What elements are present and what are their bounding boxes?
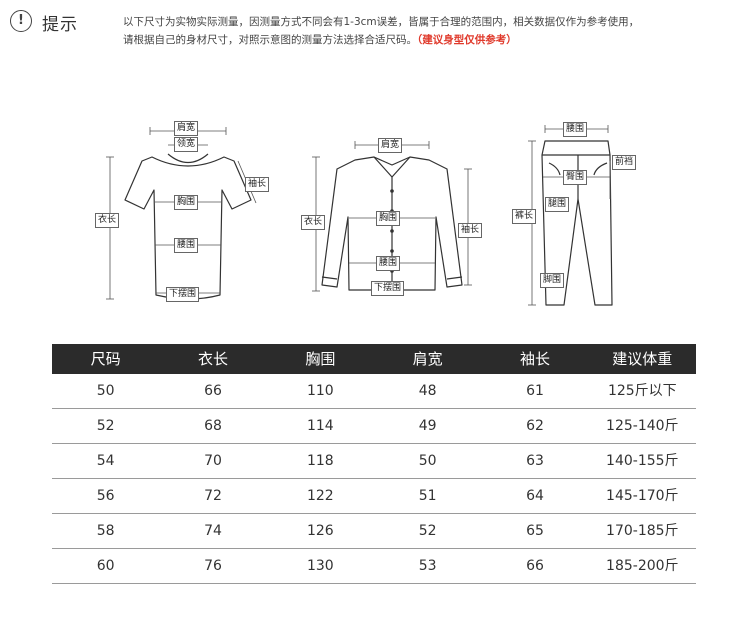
table-cell: 56 bbox=[96, 488, 115, 504]
tshirt-drawing bbox=[124, 153, 252, 300]
column-header: 衣长 bbox=[197, 350, 228, 368]
table-cell: 52 bbox=[418, 523, 437, 539]
table-cell: 125-140斤 bbox=[606, 418, 679, 434]
table-cell: 58 bbox=[96, 523, 115, 539]
notice-line-2: 请根据自己的身材尺寸，对照示意图的测量方法选择合适尺码。（建议身型仅供参考） bbox=[123, 31, 743, 49]
table-row: 50 66 110 48 61 125斤以下 bbox=[52, 374, 696, 409]
table-cell: 114 bbox=[306, 418, 334, 434]
table-cell: 185-200斤 bbox=[606, 558, 679, 574]
notice-section: ! 提示 以下尺寸为实物实际测量，因测量方式不同会有1-3cm误差，皆属于合理的… bbox=[10, 8, 740, 58]
notice-line-2-text: 请根据自己的身材尺寸，对照示意图的测量方法选择合适尺码。 bbox=[123, 34, 417, 46]
measurement-diagram: 肩宽 领宽 袖长 衣长 胸围 腰围 下摆围 肩宽 衣长 袖长 胸围 腰围 下摆围… bbox=[90, 105, 650, 320]
table-cell: 50 bbox=[418, 453, 437, 469]
label-pants-leg-opening: 脚围 bbox=[540, 273, 565, 288]
label-tshirt-length: 衣长 bbox=[95, 213, 120, 228]
label-shirt-hem: 下摆围 bbox=[371, 281, 405, 296]
label-tshirt-waist: 腰围 bbox=[174, 238, 199, 253]
table-cell: 51 bbox=[418, 488, 437, 504]
table-cell: 66 bbox=[204, 383, 222, 399]
column-header: 袖长 bbox=[519, 350, 550, 368]
exclamation-circle-icon: ! bbox=[10, 10, 32, 32]
label-shirt-chest: 胸围 bbox=[376, 211, 401, 226]
table-cell: 125斤以下 bbox=[607, 383, 677, 399]
table-cell: 68 bbox=[204, 418, 222, 434]
table-cell: 66 bbox=[526, 558, 544, 574]
label-tshirt-hem: 下摆围 bbox=[166, 287, 200, 302]
table-cell: 49 bbox=[418, 418, 437, 434]
notice-title: 提示 bbox=[42, 15, 78, 35]
table-cell: 62 bbox=[526, 418, 544, 434]
table-cell: 170-185斤 bbox=[606, 523, 679, 539]
label-tshirt-sleeve: 袖长 bbox=[245, 177, 270, 192]
table-cell: 70 bbox=[204, 453, 222, 469]
size-table-header: 尺码 衣长 胸围 肩宽 袖长 建议体重 bbox=[52, 344, 696, 374]
table-row: 58 74 126 52 65 170-185斤 bbox=[52, 514, 696, 549]
table-cell: 64 bbox=[526, 488, 544, 504]
label-tshirt-collar: 领宽 bbox=[174, 137, 199, 152]
label-shirt-shoulder: 肩宽 bbox=[378, 138, 403, 153]
column-header: 建议体重 bbox=[612, 350, 673, 368]
table-row: 52 68 114 49 62 125-140斤 bbox=[52, 409, 696, 444]
table-cell: 126 bbox=[306, 523, 334, 539]
notice-line-1: 以下尺寸为实物实际测量，因测量方式不同会有1-3cm误差，皆属于合理的范围内，相… bbox=[123, 16, 640, 28]
table-cell: 63 bbox=[526, 453, 544, 469]
size-table-body: 50 66 110 48 61 125斤以下 52 68 114 49 62 125-140斤 54 70… bbox=[52, 374, 696, 584]
label-shirt-sleeve: 袖长 bbox=[458, 223, 483, 238]
pants-drawing bbox=[541, 140, 613, 306]
label-shirt-waist: 腰围 bbox=[376, 256, 401, 271]
label-pants-hip: 臀围 bbox=[563, 170, 588, 185]
table-cell: 130 bbox=[306, 558, 334, 574]
notice-highlight: （建议身型仅供参考） bbox=[417, 34, 517, 46]
label-pants-front-rise: 前裆 bbox=[612, 155, 637, 170]
label-pants-thigh: 腿围 bbox=[545, 197, 570, 212]
table-cell: 54 bbox=[96, 453, 115, 469]
table-cell: 60 bbox=[96, 558, 115, 574]
shirt-buttons bbox=[390, 189, 394, 273]
table-cell: 145-170斤 bbox=[606, 488, 679, 504]
label-pants-length: 裤长 bbox=[512, 209, 537, 224]
table-cell: 72 bbox=[204, 488, 222, 504]
table-row: 54 70 118 50 63 140-155斤 bbox=[52, 444, 696, 479]
label-pants-waist: 腰围 bbox=[563, 122, 588, 137]
size-table: 尺码 衣长 胸围 肩宽 袖长 建议体重 50 66 110 48 61 125斤以下 52 68 114 4… bbox=[52, 344, 696, 584]
table-cell: 61 bbox=[526, 383, 544, 399]
table-cell: 74 bbox=[204, 523, 222, 539]
label-tshirt-shoulder: 肩宽 bbox=[174, 121, 199, 136]
table-cell: 122 bbox=[306, 488, 334, 504]
table-row: 56 72 122 51 64 145-170斤 bbox=[52, 479, 696, 514]
table-cell: 76 bbox=[204, 558, 222, 574]
table-row: 60 76 130 53 66 185-200斤 bbox=[52, 549, 696, 584]
table-cell: 118 bbox=[306, 453, 334, 469]
label-shirt-length: 衣长 bbox=[301, 215, 326, 230]
column-header: 肩宽 bbox=[412, 350, 443, 368]
table-cell: 65 bbox=[526, 523, 544, 539]
table-cell: 50 bbox=[96, 383, 115, 399]
table-cell: 52 bbox=[96, 418, 115, 434]
notice-text: 以下尺寸为实物实际测量，因测量方式不同会有1-3cm误差，皆属于合理的范围内，相… bbox=[123, 13, 743, 49]
label-tshirt-chest: 胸围 bbox=[174, 195, 199, 210]
table-cell: 140-155斤 bbox=[606, 453, 679, 469]
column-header: 胸围 bbox=[305, 350, 336, 368]
table-cell: 53 bbox=[418, 558, 437, 574]
column-header: 尺码 bbox=[90, 350, 121, 368]
table-cell: 110 bbox=[306, 383, 334, 399]
table-cell: 48 bbox=[418, 383, 437, 399]
